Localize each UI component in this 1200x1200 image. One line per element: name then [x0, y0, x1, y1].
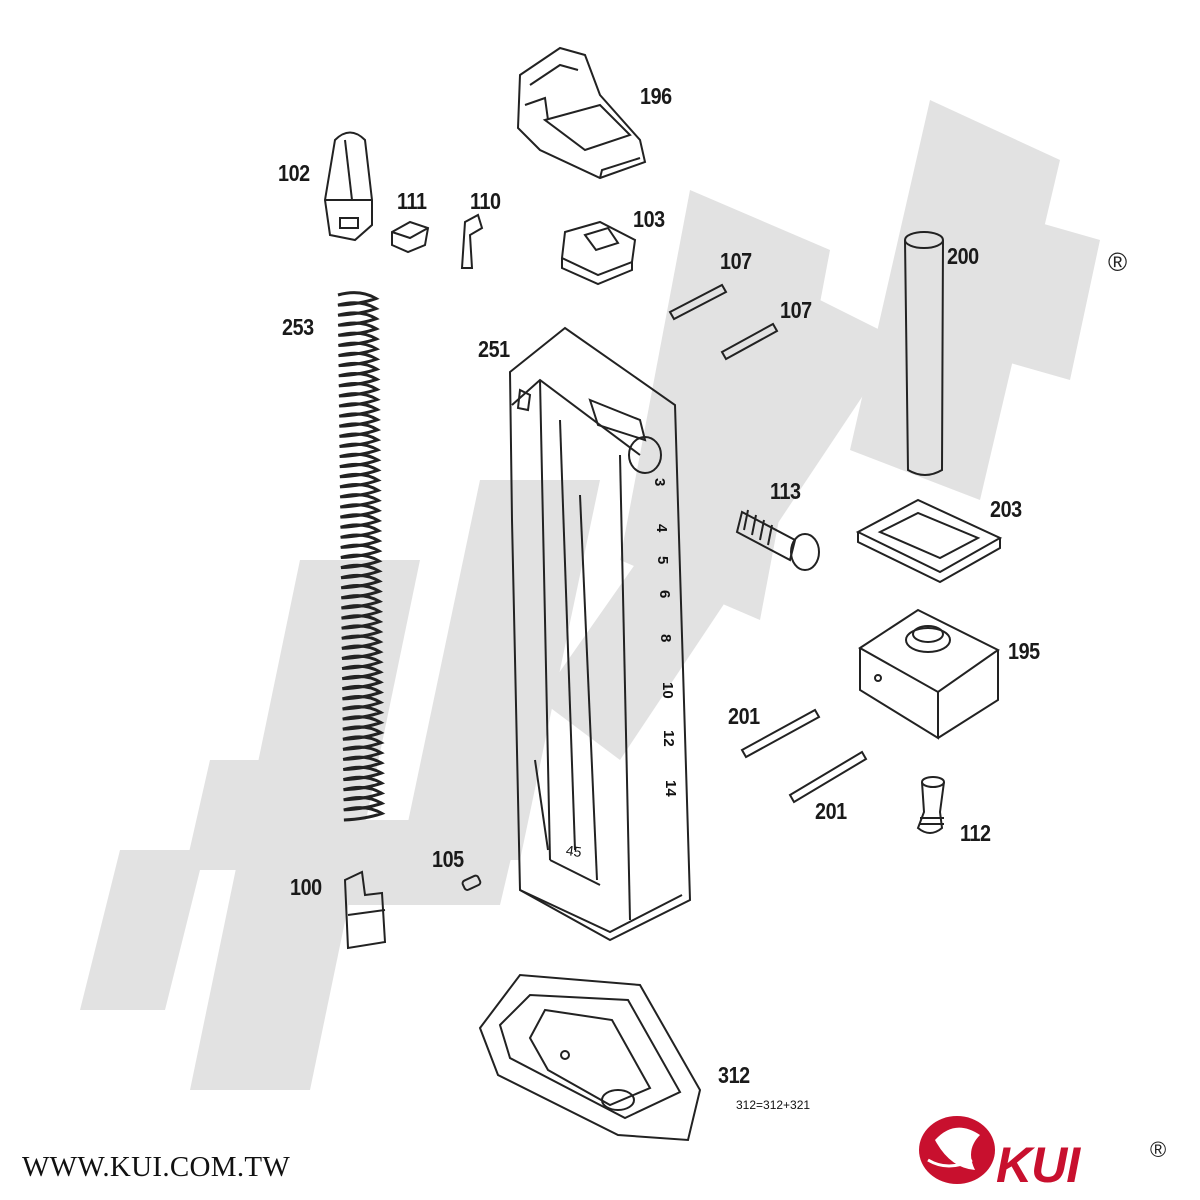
magazine-marking: 6 [655, 590, 673, 599]
part-100-lock [343, 870, 387, 950]
magazine-marking: 8 [657, 634, 674, 643]
part-label-102: 102 [278, 160, 310, 186]
part-110-clip [460, 213, 484, 269]
part-label-100: 100 [290, 874, 322, 900]
part-label-111: 111 [397, 188, 427, 214]
part-label-105: 105 [432, 846, 464, 872]
part-201-rod-lower [788, 750, 868, 804]
part-312-base-plate [478, 973, 702, 1142]
magazine-marking: 5 [654, 556, 671, 565]
part-201-rod-upper [740, 708, 821, 759]
brand-wordmark: KUI [996, 1137, 1080, 1193]
kui-lion-emblem-icon [919, 1116, 995, 1184]
part-label-110: 110 [470, 188, 501, 214]
part-label-253: 253 [282, 314, 314, 340]
part-label-200: 200 [947, 243, 979, 269]
part-253-spring [337, 291, 386, 822]
part-label-107-lower: 107 [780, 297, 812, 323]
part-102-follower [323, 131, 373, 242]
part-label-103: 103 [633, 206, 665, 232]
part-111 [391, 220, 430, 254]
part-203-gasket [855, 498, 1003, 584]
magazine-marking: 10 [658, 682, 676, 699]
part-251-magazine-body [508, 326, 692, 942]
part-195-base-block [858, 608, 1000, 740]
brand-registered-mark: ® [1150, 1137, 1167, 1162]
part-196-housing [516, 46, 647, 180]
website-url: WWW.KUI.COM.TW [22, 1151, 291, 1183]
part-112-screw [916, 776, 945, 834]
magazine-marking: 3 [651, 478, 668, 487]
registered-mark: ® [1108, 247, 1128, 277]
magazine-capacity-mark: 45 [564, 841, 583, 861]
part-label-203: 203 [990, 496, 1022, 522]
part-312-composition-note: 312=312+321 [736, 1098, 811, 1112]
part-200-tube [904, 231, 944, 476]
magazine-marking: 12 [660, 730, 677, 747]
part-103-seal [560, 220, 637, 286]
magazine-marking: 4 [652, 524, 670, 533]
part-107-pin-upper [668, 283, 728, 321]
part-label-312: 312 [718, 1062, 750, 1088]
watermark-logo [80, 100, 1100, 1090]
part-label-112: 112 [960, 820, 991, 846]
magazine-marking: 14 [661, 780, 679, 797]
part-label-107-upper: 107 [720, 248, 752, 274]
part-label-113: 113 [770, 478, 801, 504]
part-107-pin-lower [720, 322, 779, 361]
part-label-195: 195 [1008, 638, 1040, 664]
part-label-201-upper: 201 [728, 703, 760, 729]
part-label-196: 196 [640, 83, 672, 109]
part-label-201-lower: 201 [815, 798, 847, 824]
part-label-251: 251 [478, 336, 510, 362]
part-105-pin [461, 874, 482, 891]
part-113-valve [735, 509, 820, 571]
